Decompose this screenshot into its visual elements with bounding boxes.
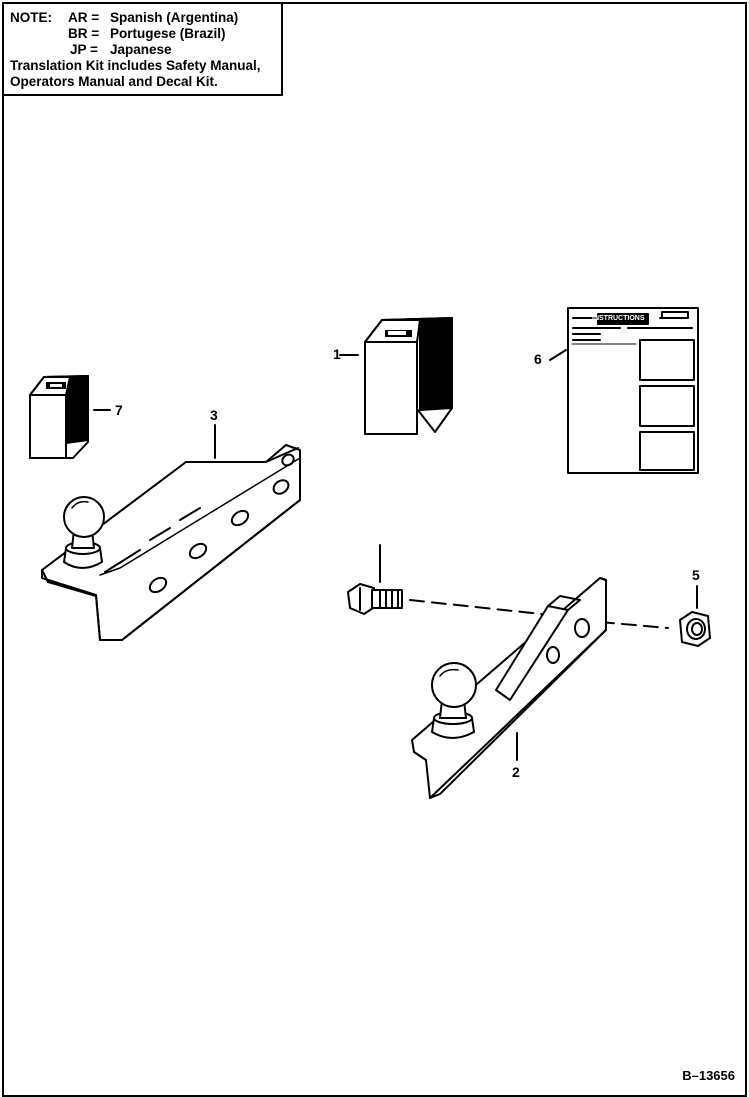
assembly-line-1 — [409, 599, 561, 617]
note-box: NOTE: AR = Spanish (Argentina) BR = Port… — [2, 2, 283, 96]
callout-6: 6 — [534, 351, 542, 367]
note-code-ar: AR = — [68, 10, 100, 25]
note-language-br: Portugese (Brazil) — [110, 26, 226, 41]
hitch-mount-left — [41, 444, 301, 641]
note-kit-line-1: Translation Kit includes Safety Manual, — [10, 58, 261, 73]
flange-bolt — [347, 583, 403, 615]
callout-5: 5 — [692, 567, 700, 583]
note-language-ar: Spanish (Argentina) — [110, 10, 239, 25]
callout-leader-6 — [549, 349, 567, 361]
callout-2: 2 — [512, 764, 520, 780]
hitch-mount-right — [411, 577, 607, 799]
decal-pack-small — [29, 375, 89, 459]
instruction-manual — [567, 307, 699, 474]
callout-3: 3 — [210, 407, 218, 423]
assembly-line-2 — [599, 621, 669, 629]
note-language-jp: Japanese — [110, 42, 172, 57]
manual-heading: INSTRUCTIONS — [592, 315, 645, 322]
figure-number: B–13656 — [682, 1068, 735, 1083]
note-kit-line-2: Operators Manual and Decal Kit. — [10, 74, 218, 89]
note-code-jp: JP = — [70, 42, 98, 57]
callout-1: 1 — [333, 346, 341, 362]
flange-nut — [679, 611, 711, 647]
decal-pack-large — [364, 317, 453, 435]
note-code-br: BR = — [68, 26, 100, 41]
callout-7: 7 — [115, 402, 123, 418]
note-label: NOTE: — [10, 10, 52, 25]
